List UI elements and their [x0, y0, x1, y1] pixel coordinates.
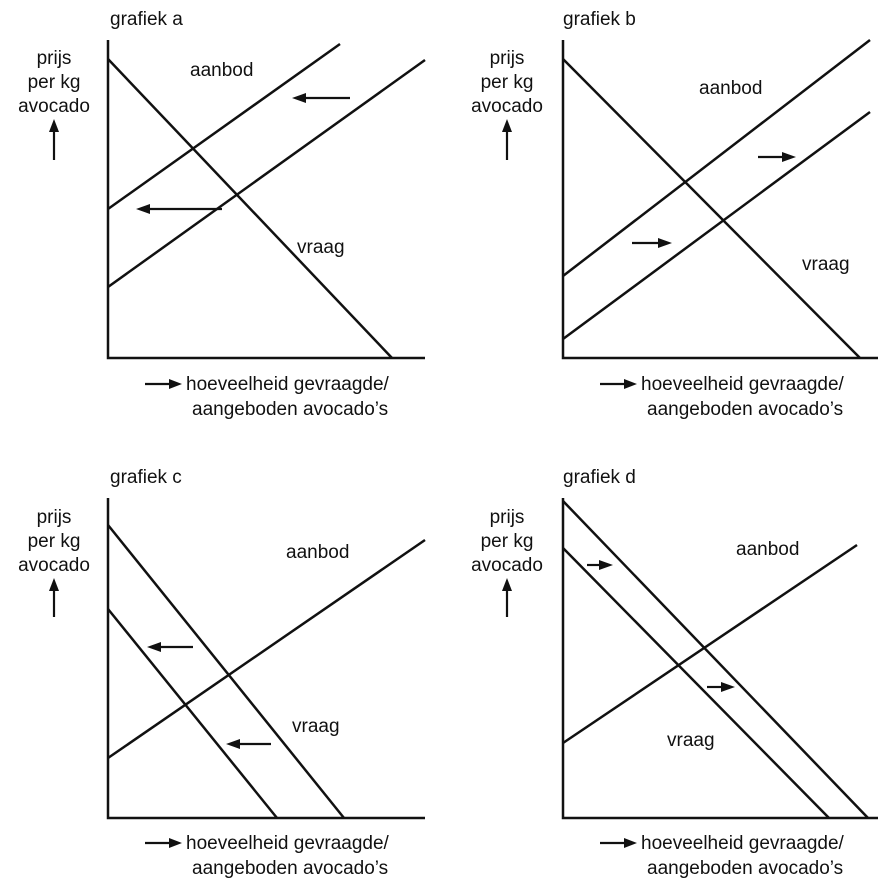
graph-a-y-arrow-icon: [49, 119, 59, 160]
graph-d-axes: [561, 498, 878, 820]
graph-b-xlabel-line1: hoeveelheid gevraagde/: [641, 374, 845, 395]
graph-a-supply-curve-original: [107, 58, 426, 289]
graph-c-ylabel-line1: prijs: [37, 507, 72, 528]
graph-b-supply-curve-original: [562, 39, 871, 277]
graph-c-demand-curve-original: [107, 524, 345, 819]
graph-a-ylabel-line1: prijs: [37, 48, 72, 69]
graph-d-demand-label: vraag: [667, 730, 715, 751]
graph-c-demand-label: vraag: [292, 716, 340, 737]
graph-b-supply-curve-new: [562, 110, 871, 341]
graph-b-demand-label: vraag: [802, 254, 850, 275]
graph-a-x-arrow-icon: [145, 379, 182, 389]
graph-a-axes: [106, 40, 425, 360]
graph-b-supply-label: aanbod: [699, 78, 762, 99]
graph-b-xlabel-line2: aangeboden avocado’s: [647, 399, 843, 420]
graph-c-axes: [106, 498, 425, 820]
graph-c-y-arrow-icon: [49, 578, 59, 617]
graph-d-ylabel-line3: avocado: [471, 555, 543, 576]
graph-d-shift-right-arrow-icon-2: [707, 682, 735, 692]
graph-a-shift-left-arrow-icon-2: [136, 204, 222, 214]
graph-d-supply-label: aanbod: [736, 539, 799, 560]
graph-d-shift-right-arrow-icon: [587, 560, 613, 570]
graph-b-shift-right-arrow-icon-2: [632, 238, 672, 248]
graph-b-ylabel-line2: per kg: [481, 72, 534, 93]
graph-c-shift-left-arrow-icon-2: [226, 739, 271, 749]
graph-d-ylabel-line2: per kg: [481, 531, 534, 552]
graph-c-xlabel-line1: hoeveelheid gevraagde/: [186, 833, 390, 854]
graph-d-demand-curve-original: [562, 547, 830, 819]
graph-d-y-arrow-icon: [502, 578, 512, 617]
graph-a-title: grafiek a: [110, 9, 183, 30]
graph-d-xlabel-line2: aangeboden avocado’s: [647, 858, 843, 879]
graph-a-demand-label: vraag: [297, 237, 345, 258]
graph-d-demand-curve-new: [562, 500, 869, 819]
graph-b-axes: [561, 40, 878, 360]
graph-a-xlabel-line2: aangeboden avocado’s: [192, 399, 388, 420]
graph-c-demand-curve-new: [107, 608, 278, 819]
graph-c-ylabel-line2: per kg: [28, 531, 81, 552]
graph-b-ylabel-line3: avocado: [471, 96, 543, 117]
graph-b-x-arrow-icon: [600, 379, 637, 389]
graph-a-supply-label: aanbod: [190, 60, 253, 81]
graph-a-xlabel-line1: hoeveelheid gevraagde/: [186, 374, 390, 395]
graph-d-xlabel-line1: hoeveelheid gevraagde/: [641, 833, 845, 854]
graph-a-supply-curve-new: [107, 42, 341, 211]
graph-d: grafiek d prijs per kg avocado aanbod vr…: [471, 467, 878, 879]
graph-b-y-arrow-icon: [502, 119, 512, 160]
graph-c-shift-left-arrow-icon: [147, 642, 193, 652]
graph-d-title: grafiek d: [563, 467, 636, 488]
graph-c-xlabel-line2: aangeboden avocado’s: [192, 858, 388, 879]
graph-b-demand-curve: [562, 58, 861, 359]
graph-a-ylabel-line2: per kg: [28, 72, 81, 93]
graph-a-ylabel-line3: avocado: [18, 96, 90, 117]
graph-c-x-arrow-icon: [145, 838, 182, 848]
graph-d-supply-curve: [562, 543, 858, 745]
graph-c-supply-label: aanbod: [286, 542, 349, 563]
graph-b-title: grafiek b: [563, 9, 636, 30]
graph-c: grafiek c prijs per kg avocado aanbod vr…: [18, 467, 426, 879]
graph-a: grafiek a prijs per kg avocado aanbod vr…: [18, 9, 426, 420]
graph-b-shift-right-arrow-icon: [758, 152, 796, 162]
graph-c-title: grafiek c: [110, 467, 182, 488]
graph-d-x-arrow-icon: [600, 838, 637, 848]
graph-c-ylabel-line3: avocado: [18, 555, 90, 576]
graph-b: grafiek b prijs per kg avocado aanbod vr…: [471, 9, 878, 420]
graph-c-supply-curve: [107, 538, 426, 760]
graph-b-ylabel-line1: prijs: [490, 48, 525, 69]
graph-a-shift-left-arrow-icon: [292, 93, 350, 103]
graph-d-ylabel-line1: prijs: [490, 507, 525, 528]
graph-a-demand-curve: [107, 58, 393, 359]
